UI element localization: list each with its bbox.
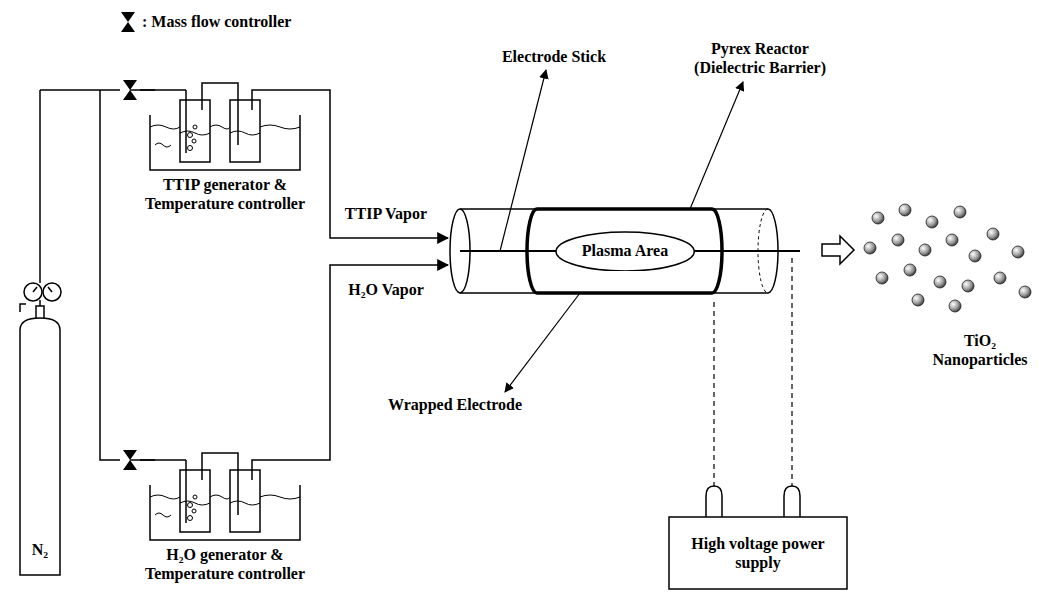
valve-symbol	[121, 12, 135, 32]
part-label: Wrapped Electrode	[388, 395, 522, 414]
wrapped-electrode	[527, 209, 722, 293]
leader-lines	[500, 70, 743, 392]
power-supply-box-outline	[668, 516, 848, 590]
generator-label: H₂O generator & Temperature controller	[130, 545, 320, 583]
power-supply-box: High voltage power supply	[668, 516, 848, 590]
plasma-area: Plasma Area	[555, 231, 695, 272]
node-text: Plasma Area	[582, 241, 668, 260]
node-text: High voltage power supply	[683, 534, 833, 572]
power-wires	[714, 258, 792, 488]
generator-label: TTIP generator & Temperature controller	[130, 175, 320, 213]
product-label: TiO₂ Nanoparticles	[925, 331, 1035, 369]
legend-text: : Mass flow controller	[142, 12, 291, 31]
outlet-arrow	[822, 236, 854, 264]
reactor-tube	[450, 209, 800, 293]
part-label: Electrode Stick	[502, 47, 606, 66]
gas-cylinder	[20, 90, 61, 575]
vapor-label: TTIP Vapor	[345, 204, 427, 223]
gas-label: N₂	[32, 540, 48, 559]
vapor-label: H₂O Vapor	[348, 280, 423, 299]
particles	[864, 204, 1031, 312]
bubbler	[130, 83, 300, 170]
part-label: Pyrex Reactor (Dielectric Barrier)	[675, 39, 845, 77]
plug-symbol	[706, 486, 800, 518]
bubbler	[130, 453, 300, 540]
